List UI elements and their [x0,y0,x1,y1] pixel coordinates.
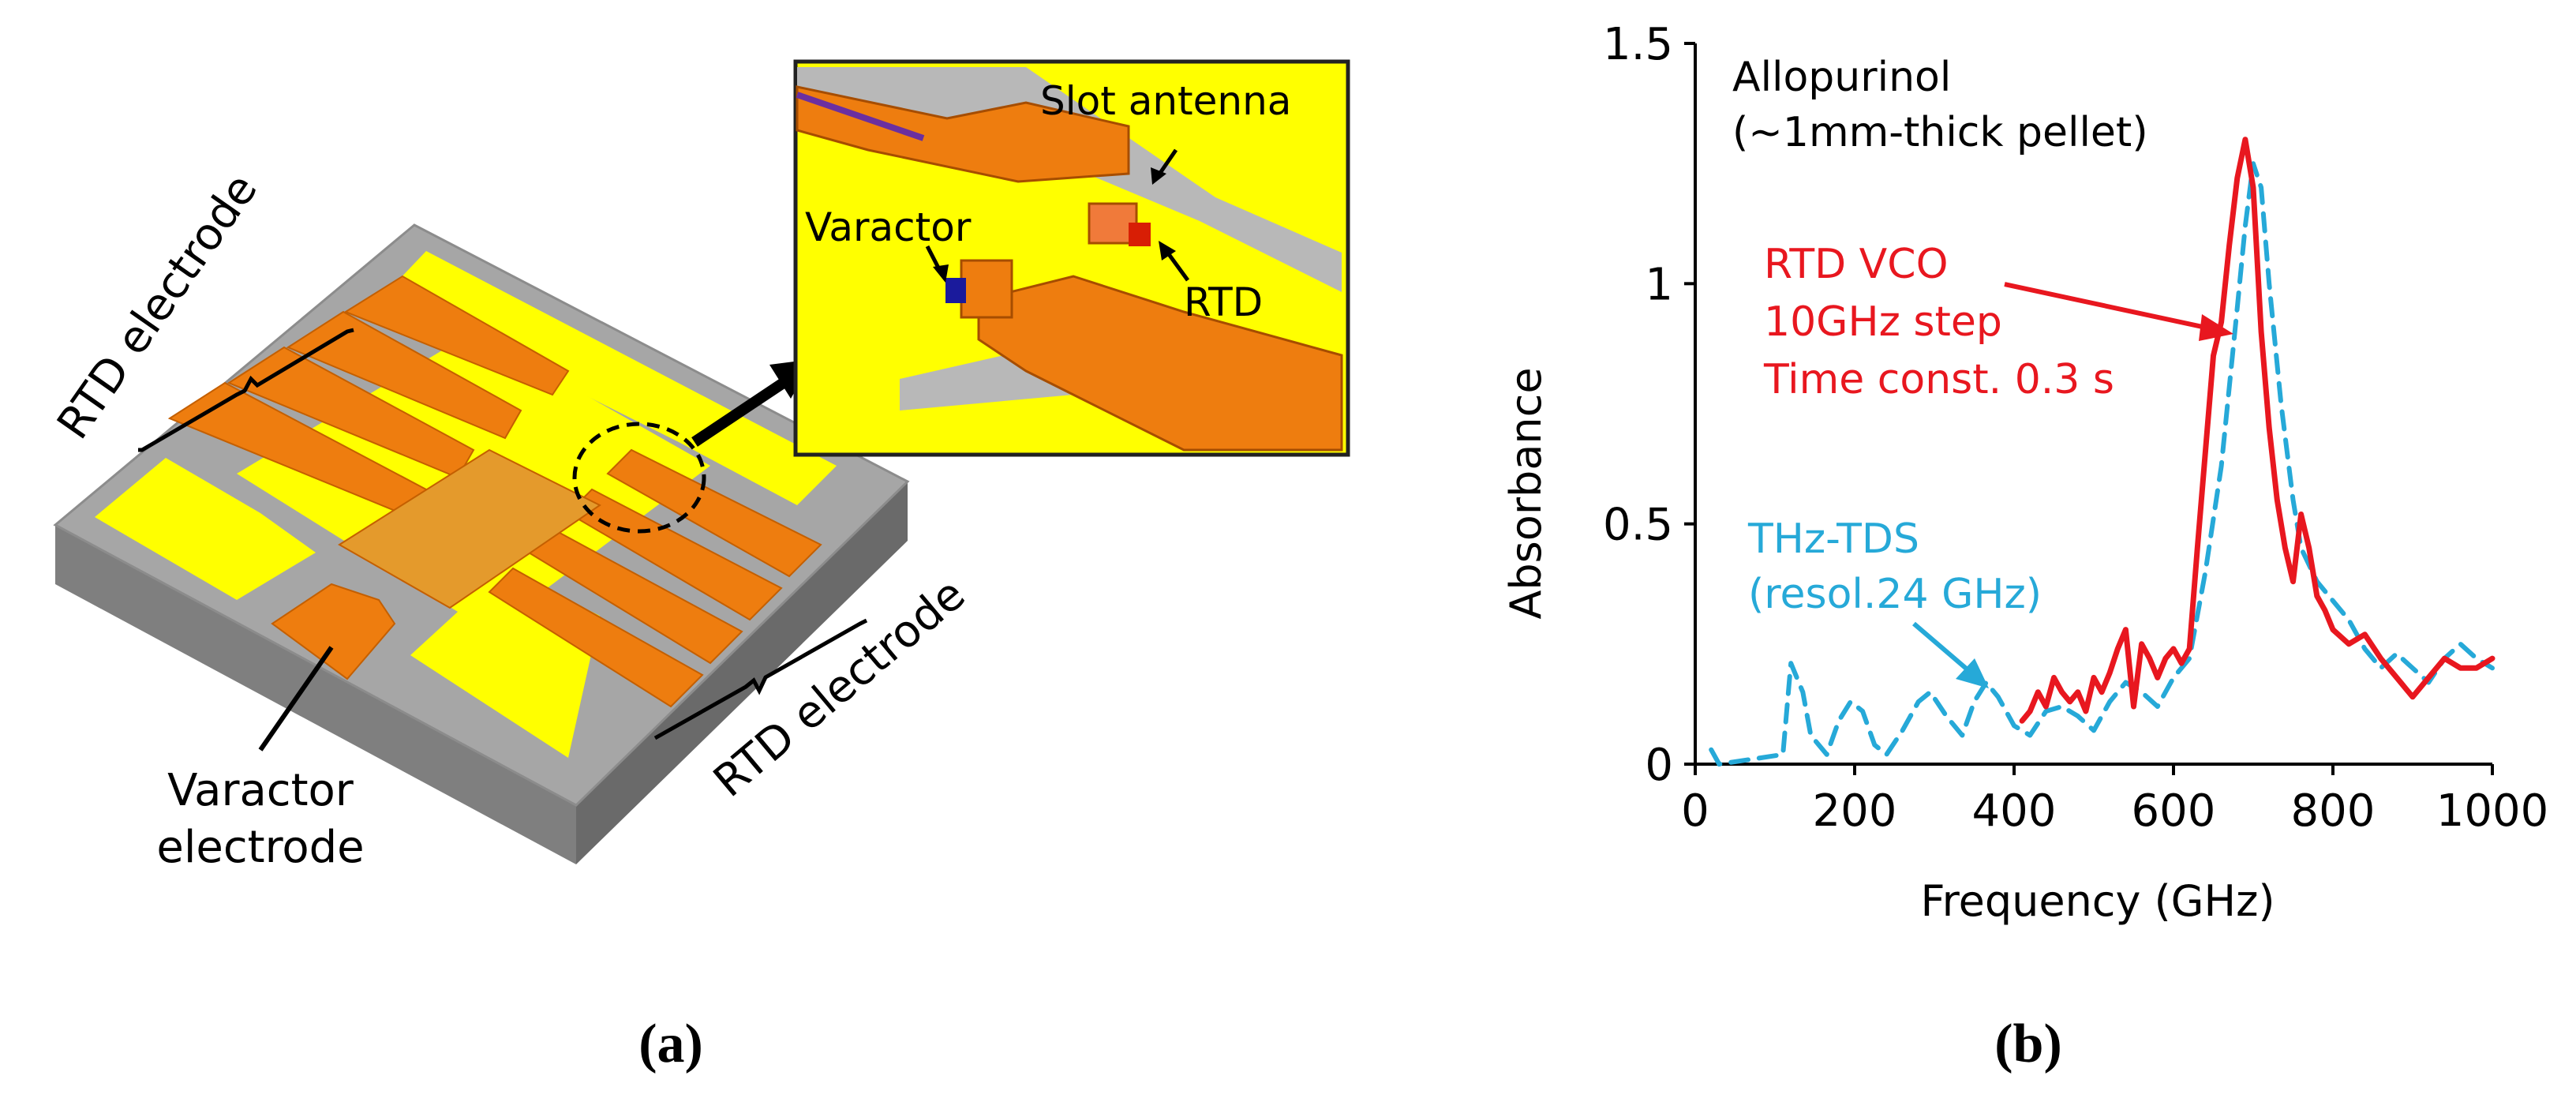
inset-arrow-slot-line [1156,148,1178,177]
brace-top [138,328,354,452]
substrate-side-right [576,482,908,864]
zoom-arrow-line [691,374,792,447]
substrate-side-left [55,525,576,864]
x-tick-label: 400 [1972,785,2057,837]
inset-varactor-core [945,278,966,303]
varactor-pointer [258,646,334,752]
chart-series [1709,137,2496,767]
label-inset-varactor: Varactor [805,204,972,250]
inset-arrow-slot-head [1151,167,1166,185]
y-ticks: 0 0.5 1 1.5 [1603,19,1695,791]
rtd-annotation-arrow-line [2004,282,2207,330]
gold-pad-left [95,458,316,600]
y-tick-label: 0 [1645,740,1673,791]
inset-purple-line [796,92,925,141]
label-varactor-electrode-line1: Varactor [167,765,354,816]
device-illustration [53,223,910,864]
absorbance-chart: 0 200 400 600 800 1000 0 0.5 1 1.5 Frequency (GH… [1501,19,2548,926]
y-tick-label: 1 [1645,259,1673,310]
gold-pad-top [395,251,837,505]
tds-annotation-arrow-line [1912,621,1971,673]
x-ticks: 0 200 400 600 800 1000 [1681,764,2548,837]
varactor-electrode-pad [271,583,396,680]
zoom-circle [572,422,706,534]
caption-b: (b) [1994,1014,2062,1074]
annotation-tds-line2: (resol.24 GHz) [1748,571,2042,618]
annotation-rtd-line3: Time const. 0.3 s [1763,356,2114,403]
annotation-sample-line1: Allopurinol [1732,54,1951,101]
series-line-thz-tds [1709,161,2495,767]
inset-electrode-top [796,85,1130,183]
y-axis-label: Absorbance [1501,367,1551,619]
x-tick-label: 800 [2291,785,2376,837]
label-inset-slot-antenna: Slot antenna [1040,78,1291,124]
caption-a: (a) [638,1014,703,1074]
inset-arrow-rtd-head [1159,241,1176,261]
inset-arrow-rtd-line [1164,249,1190,282]
y-tick-label: 1.5 [1603,19,1673,70]
chart-axes [1694,43,2492,766]
annotation-rtd-line2: 10GHz step [1764,298,2002,346]
x-tick-label: 200 [1813,785,1897,837]
x-axis-label: Frequency (GHz) [1920,876,2275,926]
x-tick-label: 600 [2132,785,2216,837]
electrodes-lower-right [488,448,822,708]
annotation-sample-line2: (~1mm-thick pellet) [1732,109,2148,156]
brace-bottom [653,618,868,740]
central-structure [338,448,601,609]
label-varactor-electrode-line2: electrode [156,822,364,873]
annotation-tds-line1: THz-TDS [1747,515,1919,563]
tds-annotation-arrow-head [1956,658,1989,688]
inset-arrow-varactor-head [933,264,949,283]
inset-varactor-block [960,259,1013,319]
inset-electrode-bottom [977,275,1343,452]
x-tick-label: 0 [1681,785,1709,837]
electrodes-upper-left [167,275,570,519]
x-tick-label: 1000 [2436,785,2549,837]
inset-rtd-core [1129,223,1151,246]
label-inset-rtd: RTD [1184,279,1263,325]
inset-zoom [793,59,1350,457]
series-line-rtd-vco [2019,137,2496,724]
rtd-annotation-arrow-head [2199,314,2233,341]
y-tick-label: 0.5 [1603,500,1673,551]
annotation-rtd-line1: RTD VCO [1764,241,1949,288]
